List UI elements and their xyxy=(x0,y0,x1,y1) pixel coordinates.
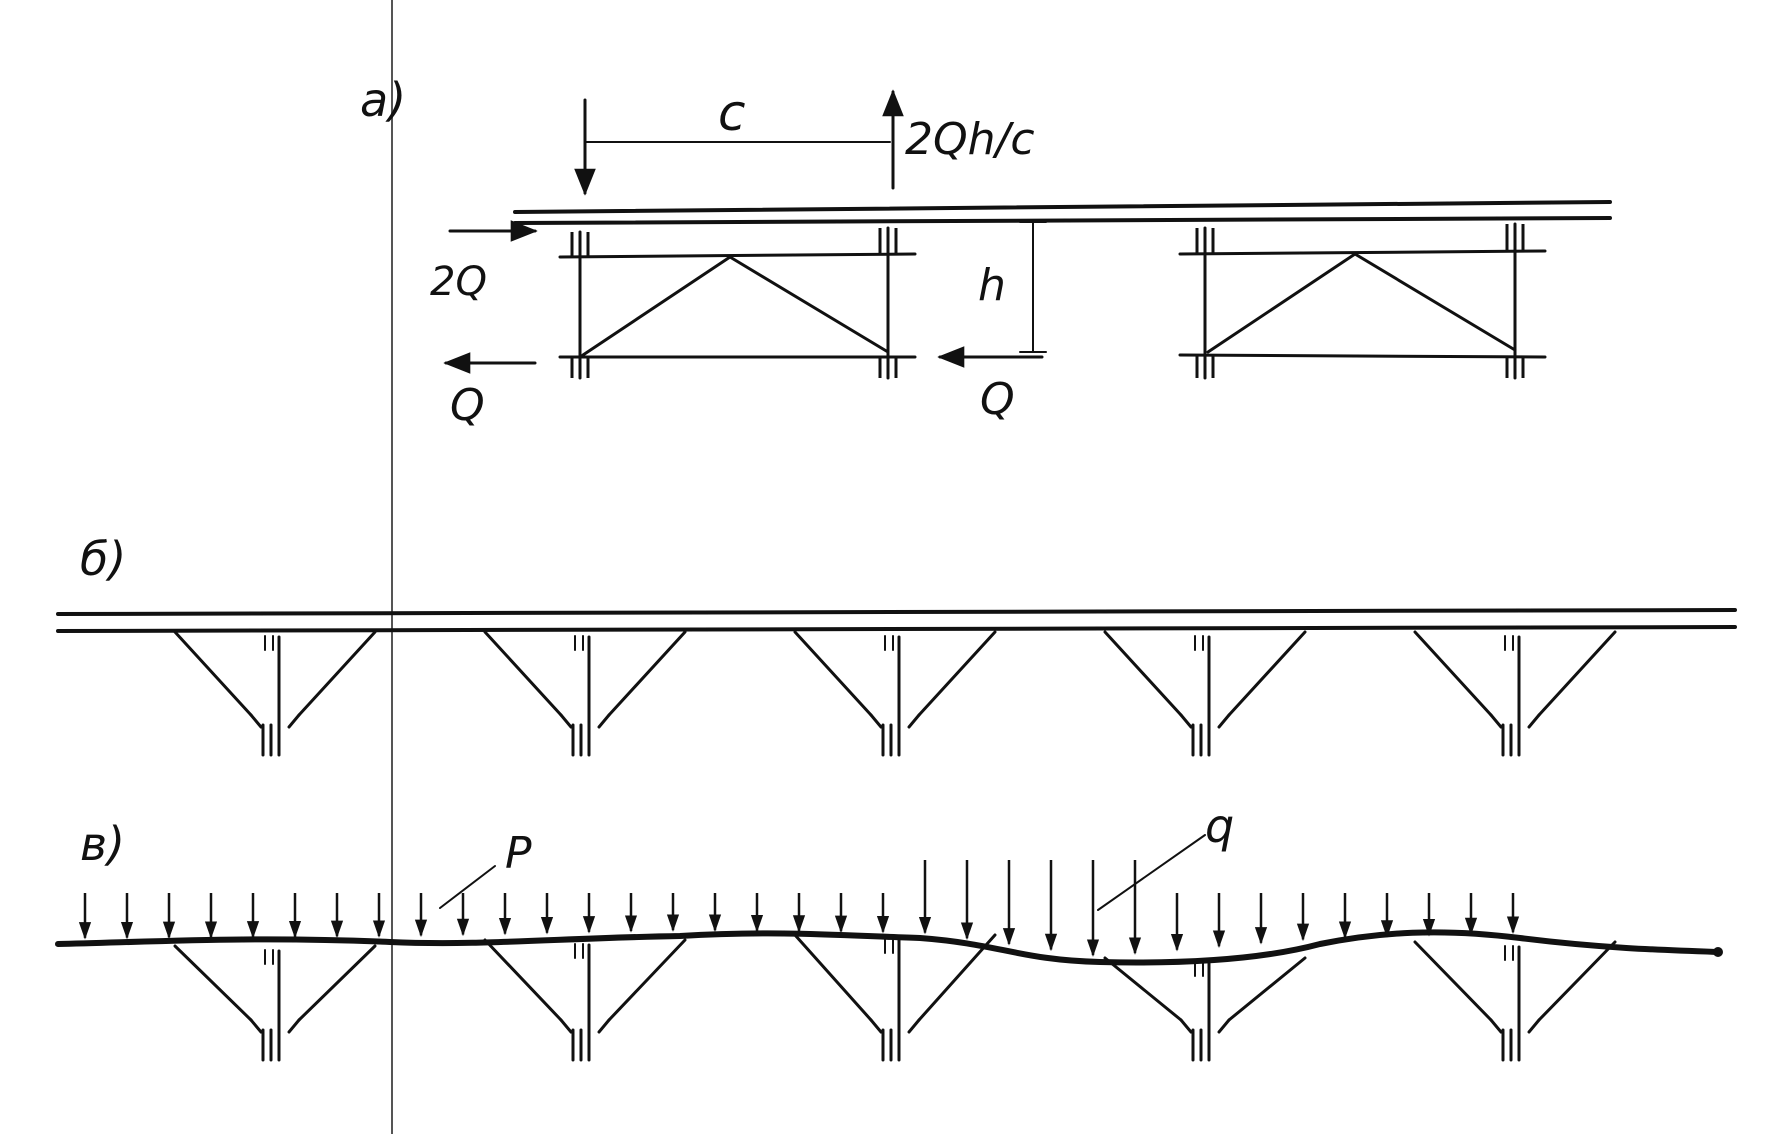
trestle-b-1 xyxy=(173,630,377,757)
rail-lower xyxy=(513,216,1612,225)
rail-upper-b xyxy=(56,608,1737,616)
load-q-label: q xyxy=(1205,799,1234,853)
panel-a-label: а) xyxy=(360,73,406,127)
panel-b-label: б) xyxy=(80,532,126,586)
trestle-frame-2 xyxy=(1178,222,1547,380)
trestle-b-5 xyxy=(1413,630,1617,757)
trestle-c-3 xyxy=(793,933,997,1062)
rail-upper xyxy=(513,200,1612,214)
panel-c-label: в) xyxy=(80,817,125,871)
trestle-c-1 xyxy=(173,944,377,1062)
trestles-row-b xyxy=(173,630,1617,757)
force-q-left-label: Q xyxy=(450,380,485,431)
panel-c: в) P q xyxy=(55,799,1723,1062)
trestle-c-5 xyxy=(1413,940,1617,1062)
panel-b: б) xyxy=(56,532,1737,757)
trestle-c-2 xyxy=(483,938,687,1062)
force-2q-label: 2Q xyxy=(430,259,487,305)
deflected-rail xyxy=(55,929,1721,966)
load-q-leader xyxy=(1097,834,1206,911)
trestle-b-4 xyxy=(1103,630,1307,757)
trestle-c-4 xyxy=(1103,956,1307,1062)
trestle-frame-1 xyxy=(558,226,917,380)
trestle-b-2 xyxy=(483,630,687,757)
trestles-row-c xyxy=(173,933,1617,1062)
moment-label: 2Qh/c xyxy=(905,114,1035,165)
load-p-label: P xyxy=(505,828,532,879)
panel-a: а) c 2Qh/c xyxy=(360,73,1612,431)
trestle-b-3 xyxy=(793,630,997,757)
force-q-right-label: Q xyxy=(980,374,1015,425)
span-label-c: c xyxy=(718,84,746,142)
load-p-leader xyxy=(439,865,496,909)
height-label-h: h xyxy=(978,260,1006,311)
distributed-load-arrows xyxy=(78,860,1520,957)
rail-lower-b xyxy=(56,625,1737,633)
